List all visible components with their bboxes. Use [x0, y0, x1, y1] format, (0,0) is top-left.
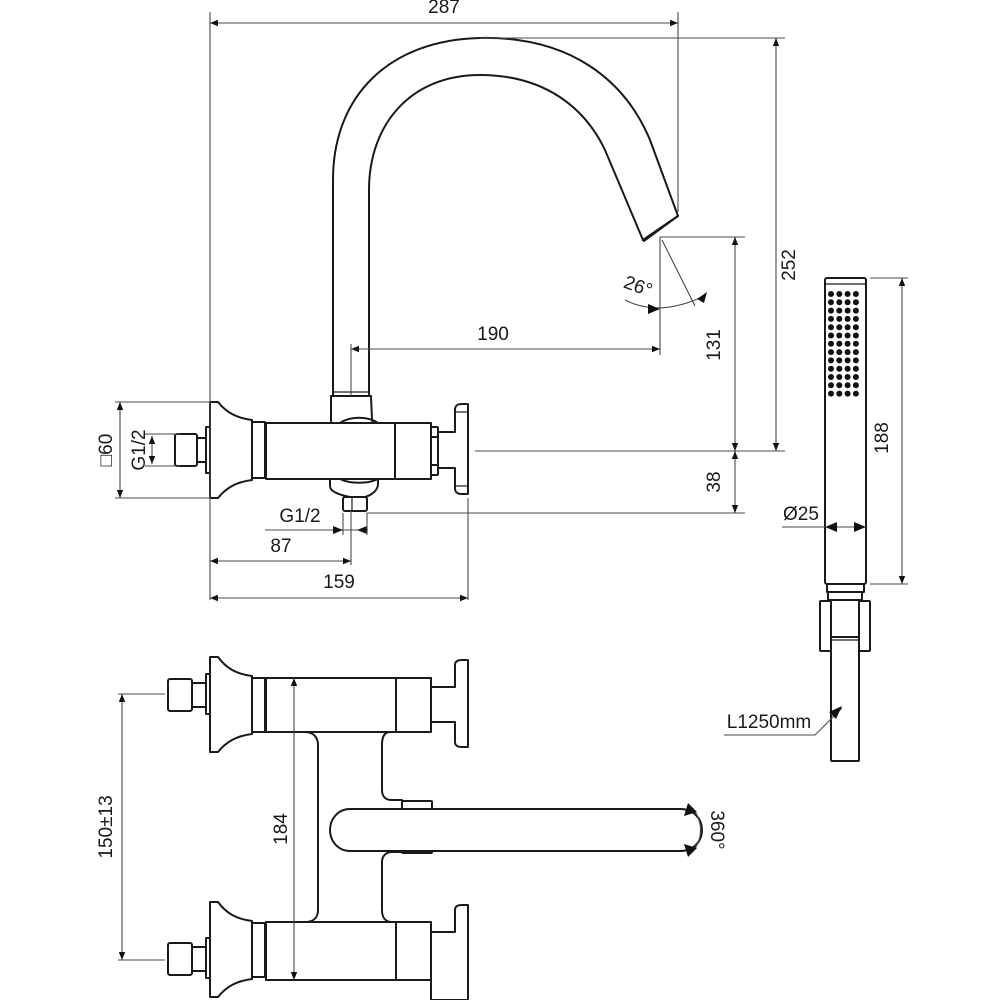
angle-ref-line — [661, 239, 696, 307]
nozzle-dot — [844, 315, 851, 322]
nozzle-dot — [836, 382, 843, 389]
nozzle-dot — [844, 299, 851, 306]
mixer-body — [265, 416, 432, 512]
angle-arrow — [697, 292, 707, 303]
dim-label-body-depth: 159 — [323, 572, 355, 593]
dim-label-handshower-diameter: Ø25 — [783, 504, 819, 525]
nozzle-dot — [828, 390, 834, 397]
nozzle-dot — [852, 390, 859, 397]
dim-label-swivel-rotation: 360° — [706, 810, 727, 849]
rotation-arrow — [684, 844, 697, 857]
nozzle-dot — [828, 299, 834, 306]
dim-label-spout-height: 252 — [779, 249, 800, 281]
nozzle-dot — [828, 349, 834, 356]
nozzle-dot — [844, 365, 851, 372]
nozzle-dot — [836, 357, 843, 364]
rotation-arrow — [684, 803, 697, 816]
nozzle-dot — [852, 357, 859, 364]
nozzle-dot — [844, 307, 851, 314]
swivel-spout — [329, 800, 703, 854]
nozzle-dot — [836, 324, 843, 331]
dim-label-outlet-center: 87 — [270, 536, 291, 557]
nozzle-dot — [828, 357, 834, 364]
nozzle-dot — [828, 340, 834, 347]
hose-leader-arrow — [829, 706, 842, 719]
dim-label-inlet-thread: G1/2 — [129, 429, 150, 470]
top-view: 360° 150±13 184 — [96, 656, 727, 1000]
nozzle-dot — [852, 382, 859, 389]
nozzle-dot — [852, 340, 859, 347]
nozzle-grid — [828, 291, 859, 397]
dim-label-body-length: 184 — [271, 813, 292, 845]
dim-label-outlet-height: 131 — [704, 329, 725, 361]
nozzle-dot — [844, 374, 851, 380]
diameter-arrows — [825, 522, 866, 532]
nozzle-dot — [828, 291, 834, 297]
nozzle-dot — [828, 365, 834, 372]
front-view: 287 252 131 38 190 26° □60 G1/2 G1/2 — [96, 0, 800, 602]
nozzle-dot — [852, 349, 859, 356]
nozzle-dot — [836, 299, 843, 306]
angle-arrow — [648, 304, 660, 314]
dim-label-handshower-length: 188 — [872, 422, 893, 454]
dim-label-inlet-spacing: 150±13 — [96, 795, 117, 858]
nozzle-dot — [836, 315, 843, 322]
nozzle-dot — [844, 291, 851, 297]
nozzle-dot — [836, 291, 843, 297]
upper-valve — [167, 656, 469, 753]
nozzle-dot — [852, 324, 859, 331]
nozzle-dot — [852, 299, 859, 306]
nozzle-dot — [852, 332, 859, 339]
spout — [330, 36, 679, 436]
hand-shower: 188 Ø25 L1250mm — [724, 277, 908, 762]
nozzle-dot — [852, 374, 859, 380]
nozzle-dot — [836, 307, 843, 314]
nozzle-dot — [844, 390, 851, 397]
dim-label-spout-reach: 190 — [477, 324, 509, 345]
nozzle-dot — [836, 349, 843, 356]
nozzle-dot — [836, 340, 843, 347]
lower-valve — [167, 901, 469, 1000]
nozzle-dot — [844, 332, 851, 339]
hose-leader-line — [724, 707, 843, 736]
nozzle-dot — [836, 332, 843, 339]
nozzle-dot — [828, 324, 834, 331]
nozzle-dot — [828, 382, 834, 389]
outlet-thread-arrows — [333, 526, 367, 534]
nozzle-dot — [828, 307, 834, 314]
nozzle-dot — [844, 340, 851, 347]
dim-label-overall-width: 287 — [428, 0, 460, 18]
nozzle-dot — [828, 332, 834, 339]
nozzle-dot — [828, 374, 834, 380]
wall-escutcheon — [174, 401, 266, 499]
nozzle-dot — [852, 307, 859, 314]
nozzle-dot — [836, 390, 843, 397]
nozzle-dot — [852, 291, 859, 297]
nozzle-dot — [844, 349, 851, 356]
nozzle-dot — [852, 365, 859, 372]
nozzle-dot — [836, 365, 843, 372]
dim-label-outlet-offset: 38 — [704, 471, 725, 492]
angle-arc — [624, 294, 707, 309]
control-handle — [430, 403, 469, 495]
nozzle-dot — [844, 324, 851, 331]
nozzle-dot — [844, 382, 851, 389]
dim-label-hose-length: L1250mm — [727, 712, 812, 733]
dim-label-escutcheon: □60 — [96, 434, 117, 467]
nozzle-dot — [852, 315, 859, 322]
nozzle-dot — [844, 357, 851, 364]
dim-label-outlet-thread: G1/2 — [279, 506, 320, 527]
nozzle-dot — [836, 374, 843, 380]
nozzle-dot — [828, 315, 834, 322]
dim-label-spout-angle: 26° — [621, 272, 655, 302]
